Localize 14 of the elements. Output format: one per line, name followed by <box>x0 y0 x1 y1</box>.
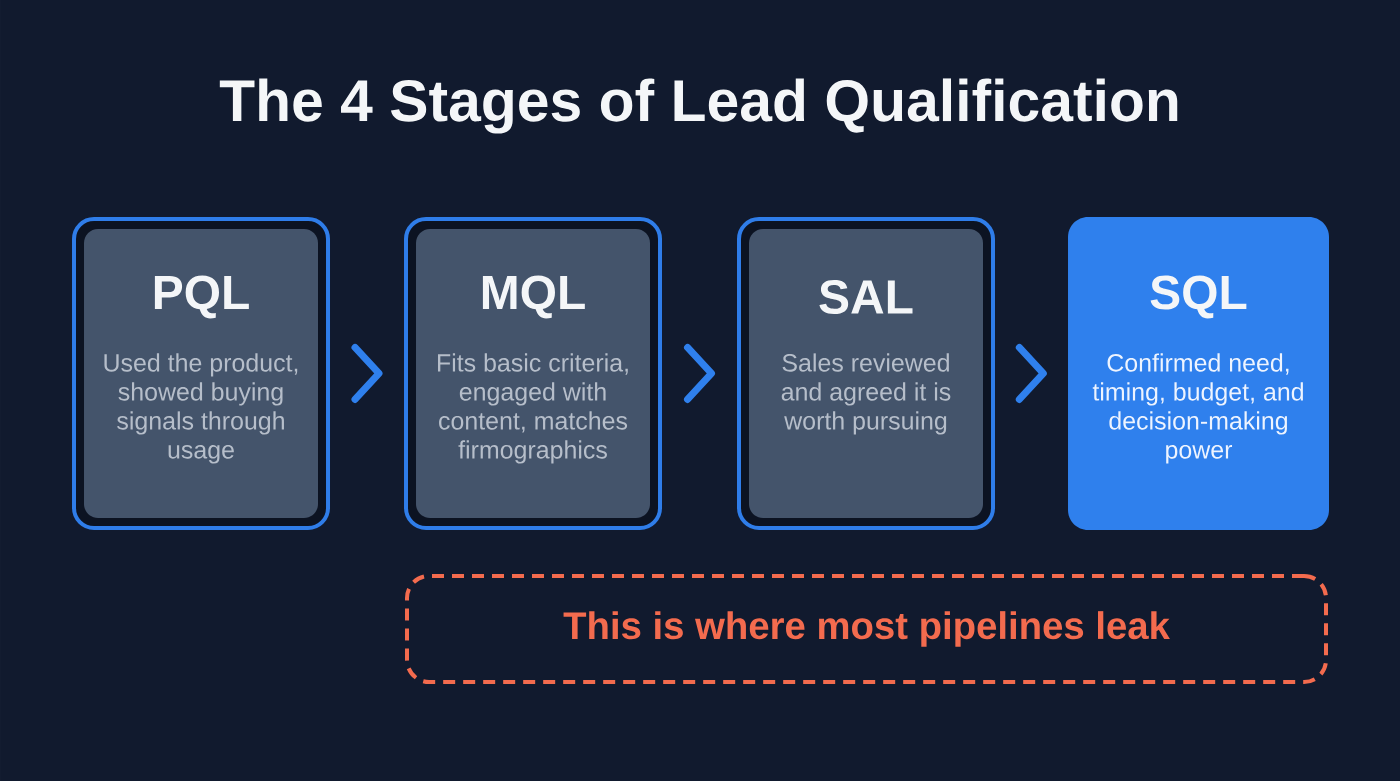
stage-heading: SQL <box>1150 275 1247 319</box>
stage-description: Sales reviewed and agreed it is worth pursuing <box>781 353 951 435</box>
stage-card <box>737 217 995 530</box>
stage-card <box>1068 217 1329 530</box>
stage-card <box>72 217 330 530</box>
stage-description: Used the product, showed buying signals through usage <box>104 353 298 464</box>
stage-card <box>404 217 662 530</box>
stage-heading: PQL <box>154 275 249 319</box>
dashed-callout-box: This is where most pipelines leak <box>405 574 1328 684</box>
title: The 4 Stages of Lead Qualification <box>219 78 1178 134</box>
stage-description: Fits basic criteria, engaged with content, matches firmographics <box>438 353 628 464</box>
stage-description: Confirmed need, timing, budget, and decision-making power <box>1092 353 1303 464</box>
stage-heading: MQL <box>482 275 585 319</box>
stage-heading: SAL <box>819 280 913 314</box>
